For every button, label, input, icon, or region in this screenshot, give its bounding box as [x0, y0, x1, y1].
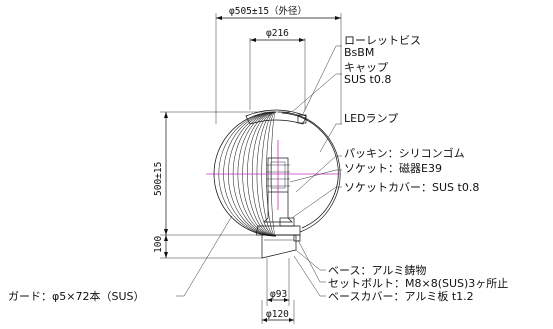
- base-dia-120-label: φ120: [266, 309, 289, 320]
- label-guard: ガード：φ5×72本（SUS）: [8, 289, 144, 303]
- dimension-outer-diameter: φ505±15（外径）: [215, 5, 342, 124]
- dimension-cap-diameter: φ216: [249, 28, 306, 110]
- label-rolette-material: BsBM: [344, 46, 374, 59]
- height-label: 500±15: [153, 162, 164, 196]
- dimension-base-diameter-120: φ120: [261, 300, 295, 324]
- base-dia-93-label: φ93: [270, 289, 287, 300]
- label-led-lamp: LEDランプ: [344, 112, 398, 125]
- dimension-base-height: 100: [153, 235, 262, 259]
- socket-cover: [263, 192, 295, 227]
- label-base: ベース：アルミ鋳物: [328, 263, 426, 277]
- label-cap: キャップ: [344, 61, 388, 74]
- label-rolette-screw: ローレットビス: [344, 34, 421, 47]
- label-packing: パッキン：シリコンゴム: [344, 146, 465, 160]
- base-height-label: 100: [153, 236, 164, 253]
- leader-lines: [176, 45, 342, 297]
- outer-diameter-label: φ505±15（外径）: [229, 5, 307, 17]
- label-base-cover: ベースカバー：アルミ板 t1.2: [328, 289, 474, 303]
- label-socket-cover: ソケットカバー：SUS t0.8: [344, 181, 479, 194]
- dimension-base-diameter-93: φ93: [266, 258, 290, 306]
- label-cap-material: SUS t0.8: [344, 73, 391, 86]
- cap-diameter-label: φ216: [266, 28, 289, 39]
- label-set-bolt: セットボルト：M8×8(SUS)3ヶ所止: [328, 277, 508, 290]
- dimension-height: 500±15: [153, 111, 290, 236]
- label-socket: ソケット：磁器E39: [344, 162, 442, 175]
- cap: [245, 109, 307, 125]
- globe-guard: [277, 111, 341, 233]
